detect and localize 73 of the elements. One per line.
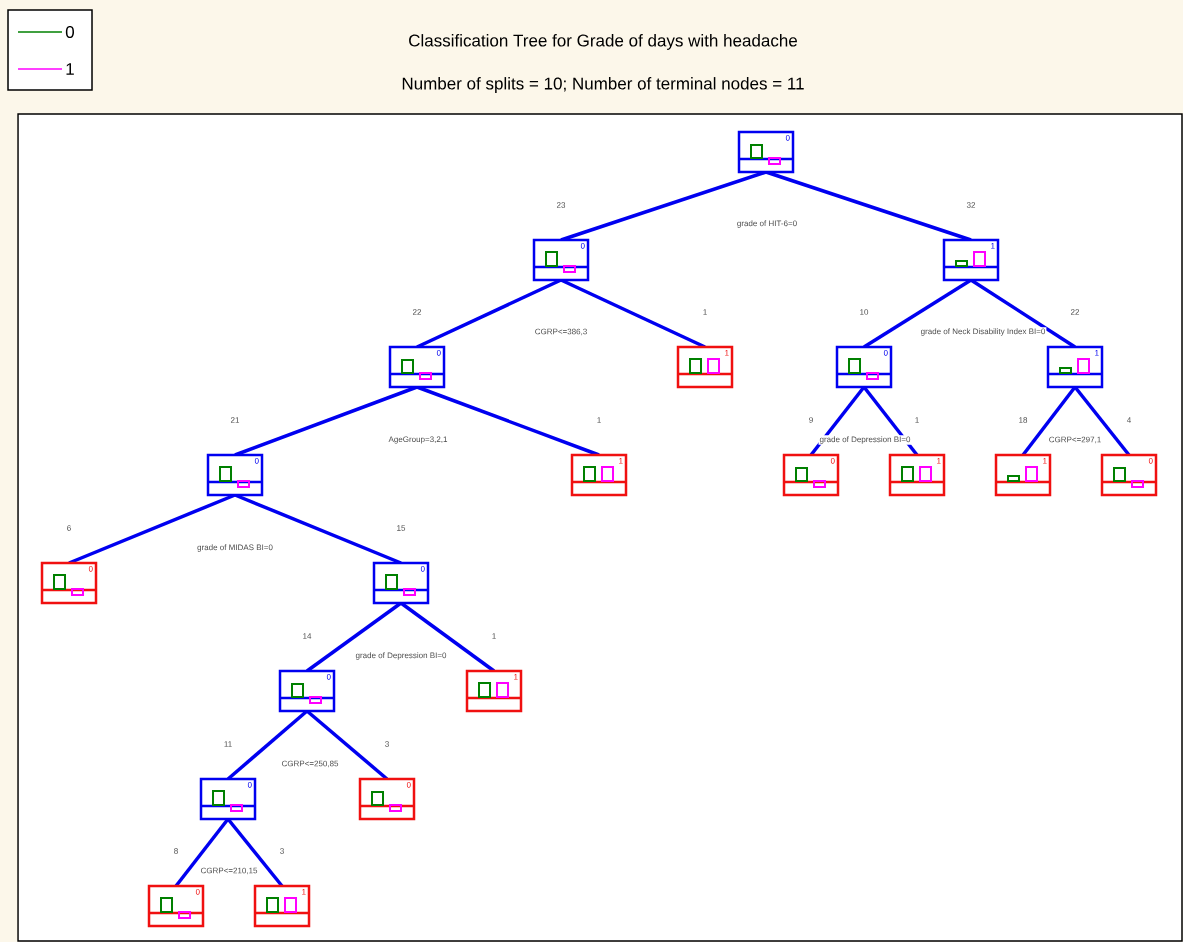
terminal-node-box: 1 xyxy=(465,669,523,713)
tree-branch xyxy=(863,278,972,349)
tree-branch xyxy=(416,278,562,349)
split-rule: CGRP<=210,15 xyxy=(199,866,259,876)
count-label: 1 xyxy=(597,417,601,423)
split-rule: CGRP<=250,85 xyxy=(280,759,340,769)
legend-label: 0 xyxy=(65,26,74,38)
split-node-box: 0 xyxy=(388,345,446,389)
split-node-box: 1 xyxy=(1046,345,1104,389)
tree-branch xyxy=(560,278,706,349)
tree-branch xyxy=(234,385,418,457)
count-label: 10 xyxy=(860,309,869,315)
count-label: 14 xyxy=(303,633,312,639)
split-rule: grade of MIDAS BI=0 xyxy=(196,543,274,553)
terminal-node-box: 1 xyxy=(253,884,311,928)
terminal-node-box: 0 xyxy=(1100,453,1158,497)
tree-branch xyxy=(306,601,403,673)
count-label: 3 xyxy=(280,848,284,854)
count-label: 1 xyxy=(492,633,496,639)
split-rule: CGRP<=297,1 xyxy=(1047,435,1103,445)
split-node-box: 0 xyxy=(737,130,795,174)
tree-branch xyxy=(765,170,972,242)
count-label: 8 xyxy=(174,848,178,854)
count-label: 6 xyxy=(67,525,71,531)
count-label: 22 xyxy=(1070,309,1080,315)
split-rule: grade of Depression BI=0 xyxy=(354,651,448,661)
split-rule: AgeGroup=3,2,1 xyxy=(387,435,449,445)
tree-branch xyxy=(399,601,496,673)
count-label: 22 xyxy=(412,309,422,315)
count-label: 11 xyxy=(224,741,232,747)
count-label: 9 xyxy=(809,417,813,423)
split-node-box: 1 xyxy=(942,238,1000,282)
count-label: 3 xyxy=(385,741,389,747)
terminal-node-box: 1 xyxy=(570,453,628,497)
terminal-node-box: 1 xyxy=(676,345,734,389)
split-node-box: 0 xyxy=(835,345,893,389)
tree-branch xyxy=(1021,385,1077,457)
split-node-box: 0 xyxy=(372,561,430,605)
tree-branch xyxy=(226,709,309,781)
count-label: 18 xyxy=(1019,417,1028,423)
chart-title: Classification Tree for Grade of days with headache xyxy=(409,34,797,50)
tree-branch xyxy=(1073,385,1131,457)
split-node-box: 0 xyxy=(532,238,590,282)
terminal-node-box: 1 xyxy=(888,453,946,497)
tree-branch xyxy=(68,493,236,565)
tree-branch xyxy=(305,709,389,781)
terminal-node-box: 1 xyxy=(994,453,1052,497)
split-node-box: 0 xyxy=(278,669,336,713)
split-rule: CGRP<=386,3 xyxy=(533,327,589,337)
count-label: 23 xyxy=(556,202,566,208)
split-node-box: 0 xyxy=(199,777,257,821)
split-node-box: 0 xyxy=(206,453,264,497)
terminal-node-box: 0 xyxy=(147,884,205,928)
terminal-node-box: 0 xyxy=(358,777,416,821)
tree-branch xyxy=(226,817,284,888)
count-label: 15 xyxy=(397,525,406,531)
tree-branch xyxy=(234,493,402,565)
tree-branch xyxy=(416,385,600,457)
tree-branch xyxy=(174,817,230,888)
count-label: 4 xyxy=(1126,417,1131,423)
legend-label: 1 xyxy=(66,63,74,75)
count-label: 1 xyxy=(915,417,919,423)
count-label: 1 xyxy=(703,309,707,315)
chart-subtitle: Number of splits = 10; Number of terminal nodes = 11 xyxy=(402,77,804,93)
count-label: 21 xyxy=(230,417,240,423)
terminal-node-box: 0 xyxy=(782,453,840,497)
tree-branch xyxy=(809,385,866,457)
count-label: 32 xyxy=(966,202,976,208)
tree-branch xyxy=(560,170,767,242)
tree-branch xyxy=(862,385,919,457)
terminal-node-box: 0 xyxy=(40,561,98,605)
tree-branch xyxy=(970,278,1076,349)
split-rule: grade of HIT-6=0 xyxy=(735,219,799,229)
